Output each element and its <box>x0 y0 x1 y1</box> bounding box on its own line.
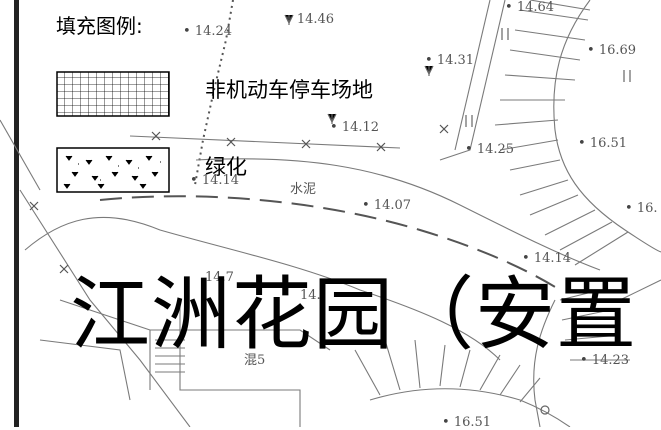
elevation-point: • 14.25 <box>465 142 515 157</box>
elevation-point: • 14.46 <box>285 12 335 27</box>
elevation-point: • 14.14 <box>190 173 240 188</box>
survey-symbols <box>284 14 631 415</box>
elevation-point: • 16.51 <box>578 136 628 151</box>
surface-label-concrete: 混5 <box>244 353 266 368</box>
map-frame-left <box>14 0 19 427</box>
elevation-point: • 14.24 <box>183 24 233 39</box>
elevation-point: • 14.14 <box>522 251 572 266</box>
elevation-point: • 14.64 <box>505 0 555 15</box>
elevation-point: • 14.12 <box>330 120 380 135</box>
legend-label-parking: 非机动车停车场地 <box>205 78 373 102</box>
legend-title: 填充图例: <box>56 14 143 38</box>
surface-label-cement: 水泥 <box>290 182 317 197</box>
legend-swatch-parking <box>56 71 170 117</box>
elevation-point: • 16.51 <box>442 415 492 430</box>
elevation-point: 14. <box>300 288 321 303</box>
elevation-point: • 14.23 <box>580 353 630 368</box>
elevation-point: • 14.31 <box>425 53 475 68</box>
legend-swatch-greenery <box>56 147 170 193</box>
elevation-point: • 16. <box>625 201 658 216</box>
elevation-point: 14.7 <box>205 270 234 285</box>
boundary-markers <box>29 124 449 274</box>
elevation-point: • 14.07 <box>362 198 412 213</box>
map-title: 江洲花园（安置 <box>70 268 637 361</box>
elevation-point: • 16.69 <box>587 43 637 58</box>
legend-label-greenery: 绿化 <box>205 155 247 179</box>
greenery-pattern <box>63 155 161 189</box>
